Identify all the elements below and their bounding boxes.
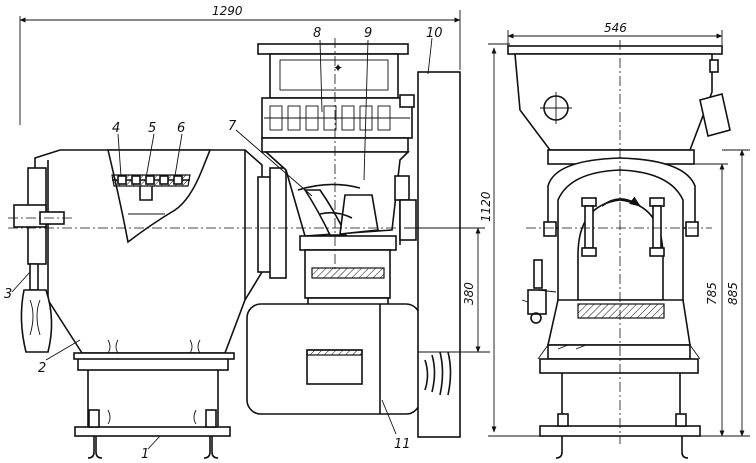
callout-8: 8 [313, 26, 321, 41]
side-view: 546 [507, 21, 750, 459]
chute [263, 151, 417, 245]
callout-7: 7 [228, 119, 237, 134]
callout-10: 10 [426, 26, 443, 41]
dimension-label-inlet-height: 380 [462, 282, 476, 305]
front-view: 1290 [4, 4, 545, 462]
dimension-overall-height: 1120 [479, 43, 545, 437]
dimension-side-width: 546 [507, 21, 723, 46]
dimension-height-785: 785 [690, 163, 728, 437]
feeder-hopper: ✦ [257, 43, 415, 153]
dimension-label-overall-width: 1290 [212, 4, 243, 18]
side-lower-body [537, 299, 701, 459]
side-hammer-left [581, 197, 597, 257]
callout-2: 2 [38, 361, 46, 376]
lower-motor-housing [246, 303, 421, 415]
dimension-height-885: 885 [700, 149, 750, 437]
rotor-cutaway [106, 149, 212, 244]
base-frame [74, 357, 231, 459]
dimension-overall-width: 1290 [19, 4, 461, 125]
dimension-label-height-885: 885 [726, 282, 740, 305]
dimension-label-overall-height: 1120 [479, 191, 493, 222]
callout-5: 5 [148, 121, 156, 136]
drive-motor [8, 167, 72, 353]
discharge-section [299, 235, 397, 309]
feeder-roller-row [264, 105, 410, 131]
housing-flange [257, 167, 287, 279]
leader-lines [11, 37, 433, 450]
callout-6: 6 [177, 121, 185, 136]
hammer-row [117, 175, 183, 185]
svg-text:✦: ✦ [333, 61, 343, 75]
side-hammer-right [649, 197, 665, 257]
callout-1: 1 [141, 447, 149, 462]
callout-9: 9 [364, 26, 372, 41]
callout-4: 4 [112, 121, 120, 136]
crusher-housing [34, 149, 263, 360]
dimension-label-height-785: 785 [705, 282, 719, 305]
side-hopper [507, 45, 731, 165]
dimension-label-side-width: 546 [604, 21, 627, 35]
side-handle [521, 259, 557, 324]
callout-11: 11 [394, 437, 411, 452]
side-anchor-right [675, 413, 689, 459]
anchor-bolt-right [203, 409, 219, 459]
support-column [417, 71, 490, 438]
callout-3: 3 [4, 287, 12, 302]
anchor-bolt-left [87, 409, 103, 459]
side-anchor-left [555, 413, 569, 459]
